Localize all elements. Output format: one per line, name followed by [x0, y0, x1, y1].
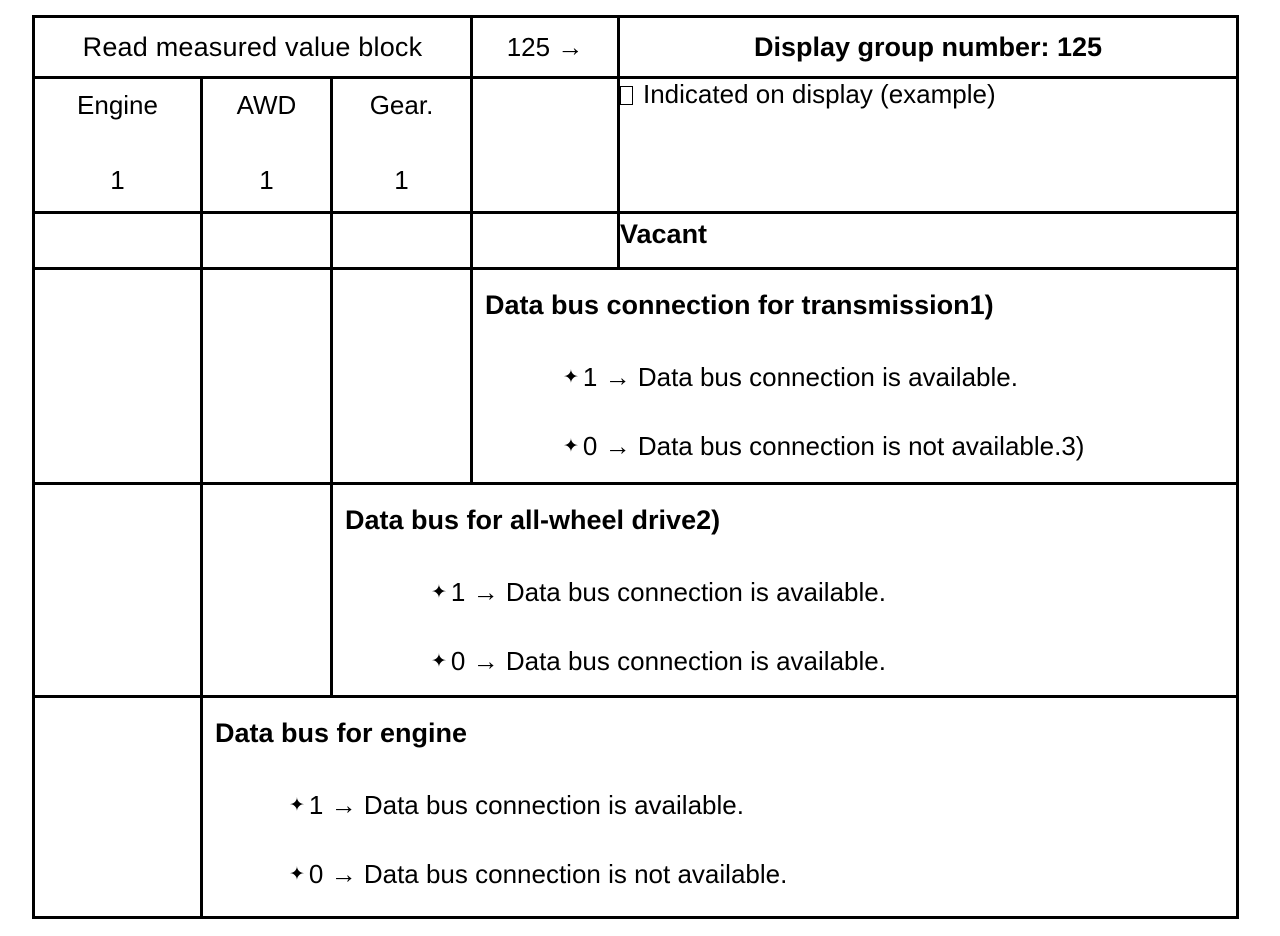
section-all-wheel-drive-title: Data bus for all-wheel drive2) [345, 505, 721, 535]
list-item: ✦0 → Data bus connection is not availabl… [289, 855, 1236, 894]
read-measured-value-block-label: Read measured value block [32, 15, 473, 79]
empty-cell-engine-engine [32, 695, 203, 919]
list-item: ✦1 → Data bus connection is available. [431, 573, 1236, 612]
empty-cell-transmission-awd [200, 267, 333, 485]
empty-cell-vacant-num [470, 211, 620, 270]
table-row-vacant: Vacant [32, 211, 1239, 270]
list-item-text: 0 → Data bus connection is not available… [582, 431, 1085, 461]
column-awd: AWD 1 [200, 76, 333, 214]
list-item-text: 0 → Data bus connection is available. [450, 646, 886, 676]
section-transmission: Data bus connection for transmission1) ✦… [470, 267, 1239, 485]
diamond-bullet-icon: ✦ [289, 864, 305, 885]
empty-cell-vacant-gear [330, 211, 473, 270]
list-item: ✦0 → Data bus connection is available. [431, 642, 1236, 681]
section-transmission-bullets: ✦1 → Data bus connection is available. ✦… [485, 358, 1236, 466]
measured-value-block-table: Read measured value block 125 → Display … [32, 15, 1239, 919]
list-item: ✦1 → Data bus connection is available. [563, 358, 1236, 397]
list-item-text: 1 → Data bus connection is available. [582, 362, 1018, 392]
table-row-all-wheel-drive: Data bus for all-wheel drive2) ✦1 → Data… [32, 482, 1239, 698]
list-item: ✦0 → Data bus connection is not availabl… [563, 427, 1236, 466]
display-group-ref: 125 → [470, 15, 620, 79]
column-awd-label: AWD [236, 90, 297, 120]
table-row-title: Read measured value block 125 → Display … [32, 15, 1239, 79]
list-item: ✦1 → Data bus connection is available. [289, 786, 1236, 825]
diamond-bullet-icon: ✦ [563, 367, 579, 388]
empty-cell-transmission-gear [330, 267, 473, 485]
column-engine-label: Engine [77, 90, 158, 120]
section-engine: Data bus for engine ✦1 → Data bus connec… [200, 695, 1239, 919]
diamond-bullet-icon: ✦ [431, 651, 447, 672]
column-engine-value: 1 [110, 165, 125, 195]
column-gear-value: 1 [394, 165, 409, 195]
diamond-bullet-icon: ✦ [289, 795, 305, 816]
table-row-headers: Engine 1 AWD 1 Gear. 1 Indicated on disp… [32, 76, 1239, 214]
list-item-text: 1 → Data bus connection is available. [450, 577, 886, 607]
column-engine: Engine 1 [32, 76, 203, 214]
display-group-number-heading: Display group number: 125 [617, 15, 1239, 79]
empty-cell-header-row [470, 76, 620, 214]
empty-cell-vacant-awd [200, 211, 333, 270]
column-gear-label: Gear. [369, 90, 434, 120]
list-item-text: 1 → Data bus connection is available. [308, 790, 744, 820]
indicated-on-display-text: Indicated on display (example) [643, 79, 996, 109]
indicated-on-display-note: Indicated on display (example) [617, 76, 1239, 214]
missing-glyph-box-icon [620, 86, 633, 105]
diamond-bullet-icon: ✦ [563, 436, 579, 457]
section-all-wheel-drive-bullets: ✦1 → Data bus connection is available. ✦… [345, 573, 1236, 681]
section-transmission-title: Data bus connection for transmission1) [485, 290, 994, 320]
empty-cell-awd-engine [32, 482, 203, 698]
diamond-bullet-icon: ✦ [431, 582, 447, 603]
vacant-label: Vacant [617, 211, 1239, 270]
empty-cell-awd-awd [200, 482, 333, 698]
column-awd-value: 1 [259, 165, 274, 195]
empty-cell-vacant-engine [32, 211, 203, 270]
table-row-transmission: Data bus connection for transmission1) ✦… [32, 267, 1239, 485]
column-gear: Gear. 1 [330, 76, 473, 214]
table-row-engine: Data bus for engine ✦1 → Data bus connec… [32, 695, 1239, 919]
section-engine-bullets: ✦1 → Data bus connection is available. ✦… [215, 786, 1236, 894]
section-engine-title: Data bus for engine [215, 718, 468, 748]
section-all-wheel-drive: Data bus for all-wheel drive2) ✦1 → Data… [330, 482, 1239, 698]
empty-cell-transmission-engine [32, 267, 203, 485]
list-item-text: 0 → Data bus connection is not available… [308, 859, 788, 889]
